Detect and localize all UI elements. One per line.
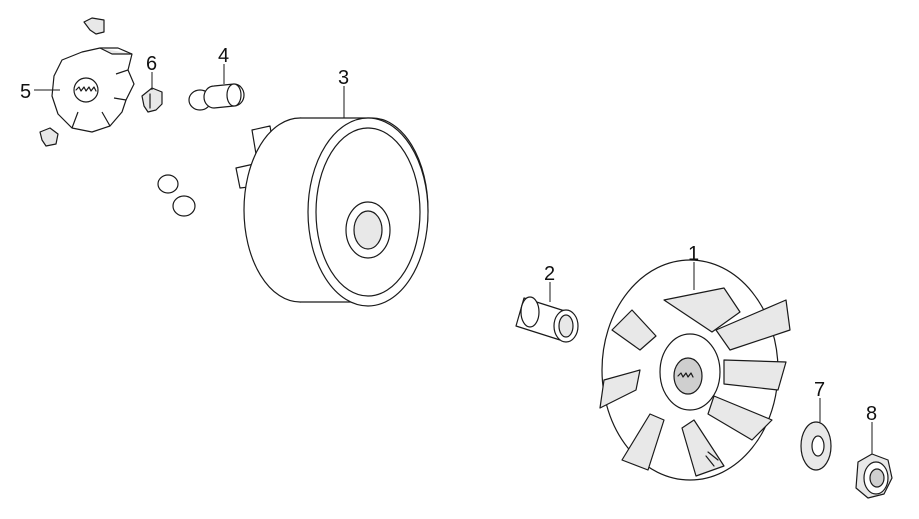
callout-6: 6	[146, 53, 157, 75]
fan-drive-face-part	[599, 259, 791, 481]
washer-part	[800, 421, 832, 471]
flange-nut-part	[855, 453, 893, 499]
callout-5: 5	[20, 81, 31, 103]
callout-8: 8	[866, 403, 877, 425]
callout-1: 1	[688, 243, 699, 265]
callout-2: 2	[544, 263, 555, 285]
callout-4: 4	[218, 45, 229, 67]
slider-part	[141, 87, 163, 113]
ramp-plate-part	[39, 17, 135, 147]
bushing-part	[515, 296, 579, 343]
drive-face-part	[243, 117, 429, 307]
callout-3: 3	[338, 67, 349, 89]
callout-7: 7	[814, 379, 825, 401]
